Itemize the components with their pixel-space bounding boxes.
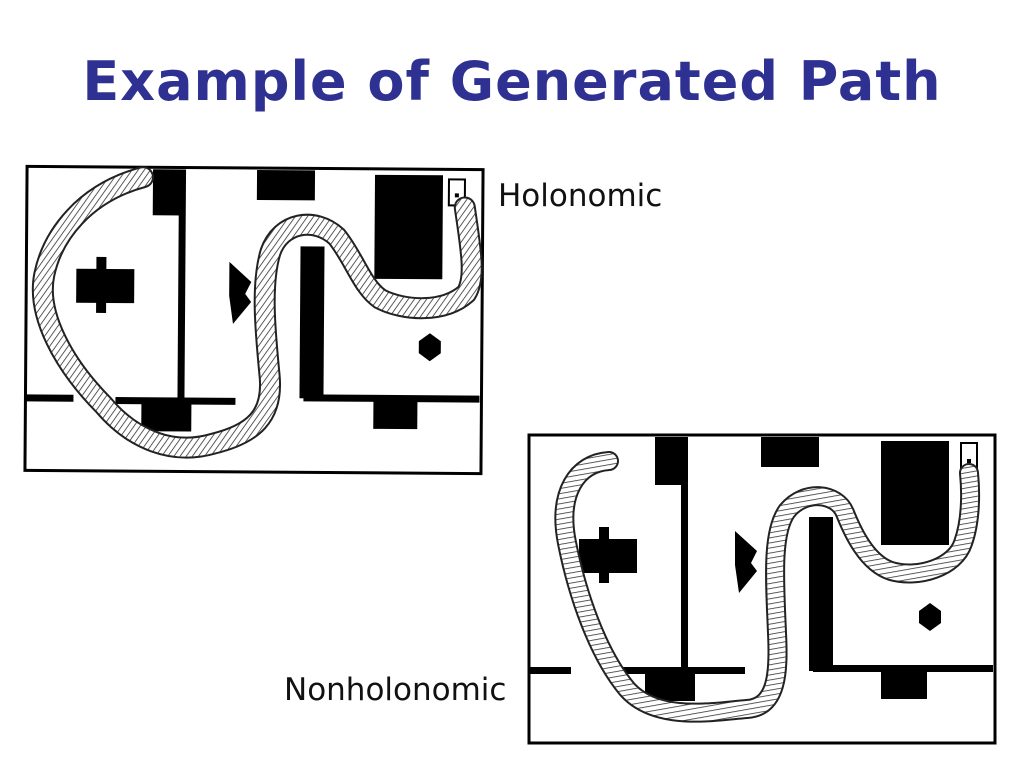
nonholonomic-label: Nonholonomic bbox=[284, 672, 507, 708]
obstacles bbox=[25, 169, 480, 432]
holonomic-path-map bbox=[23, 164, 485, 476]
slide-title: Example of Generated Path bbox=[82, 50, 942, 113]
holonomic-label: Holonomic bbox=[498, 178, 663, 214]
nonholonomic-path-map bbox=[527, 433, 997, 745]
